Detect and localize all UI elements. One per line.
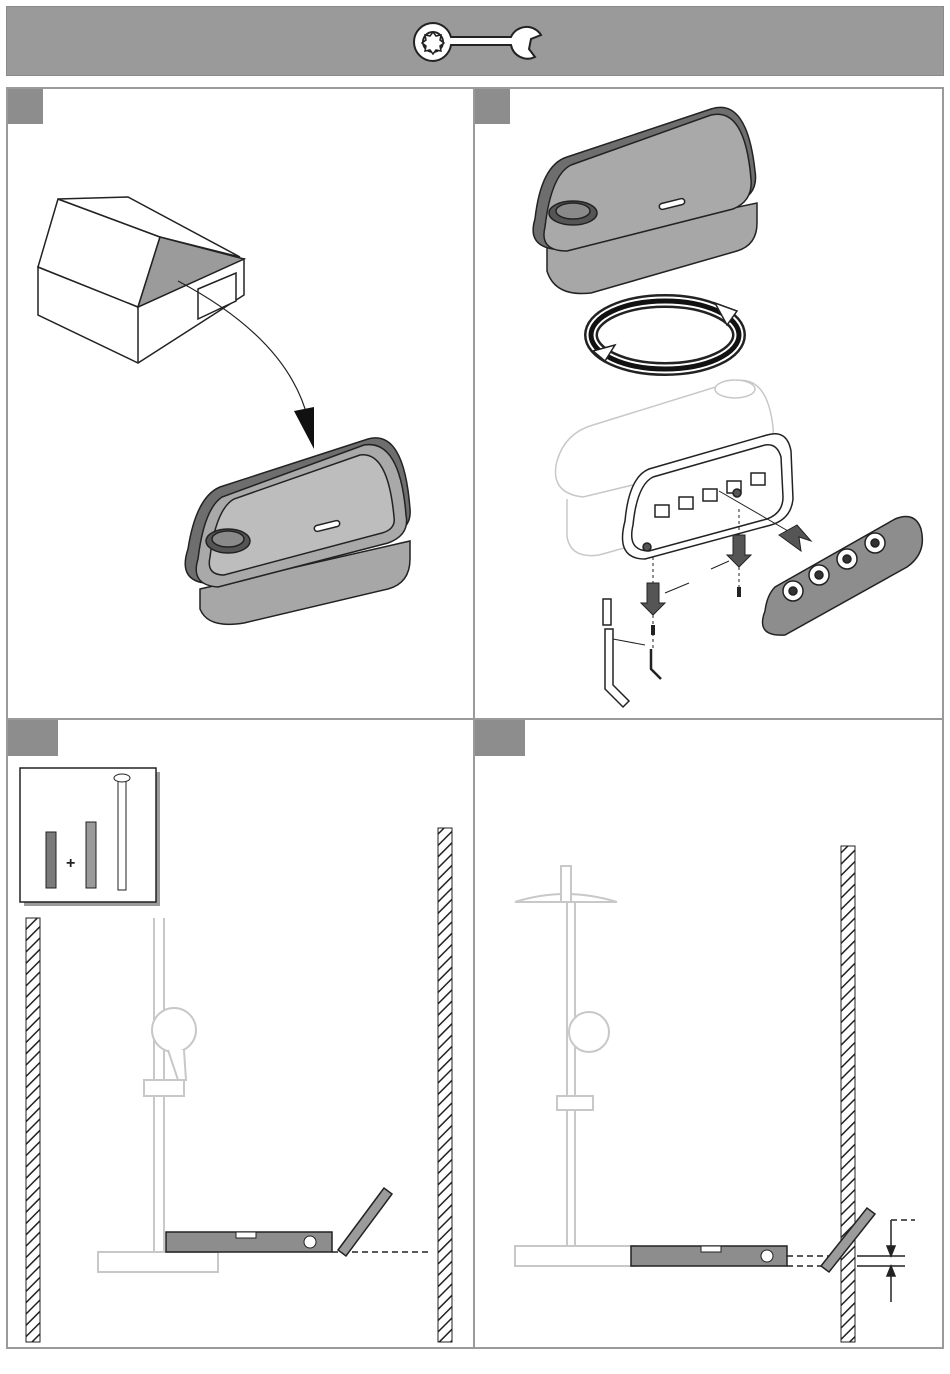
hex-key-icon	[603, 599, 661, 707]
instruction-grid: +	[6, 87, 944, 1349]
pencil-icon	[338, 1188, 392, 1256]
soap-dish-icon	[185, 438, 410, 624]
spirit-level-icon	[166, 1232, 332, 1252]
rotate-icon	[591, 301, 739, 369]
arrow-icon	[727, 535, 751, 567]
cardboard-box-icon	[38, 197, 244, 363]
step-panel-unpack	[8, 89, 475, 720]
tools-inset	[20, 768, 160, 906]
shower-system-faint	[515, 866, 635, 1266]
set-screw-icon	[651, 625, 655, 635]
step-panel-mark-wall: +	[8, 720, 475, 1347]
wall-plug-icon	[86, 822, 96, 888]
dimension-marker	[857, 1220, 915, 1302]
step-panel-measure-height	[475, 720, 942, 1347]
shower-system-faint	[98, 918, 218, 1272]
soap-dish-icon	[533, 107, 757, 293]
measure-height-illustration	[475, 720, 940, 1345]
step-panel-disassemble	[475, 89, 942, 720]
right-wall	[841, 846, 855, 1342]
wrench-icon	[7, 7, 945, 77]
drill-bit-icon	[46, 832, 56, 888]
arrow-icon	[641, 583, 665, 615]
left-wall	[26, 918, 40, 1342]
mark-wall-illustration: +	[8, 720, 473, 1345]
page-header	[6, 6, 944, 76]
plus-sign: +	[66, 855, 75, 872]
unpack-box-illustration	[8, 89, 473, 718]
right-wall	[438, 828, 452, 1342]
disassemble-illustration	[475, 89, 940, 718]
spirit-level-icon	[631, 1246, 787, 1266]
set-screw-icon	[737, 587, 741, 597]
